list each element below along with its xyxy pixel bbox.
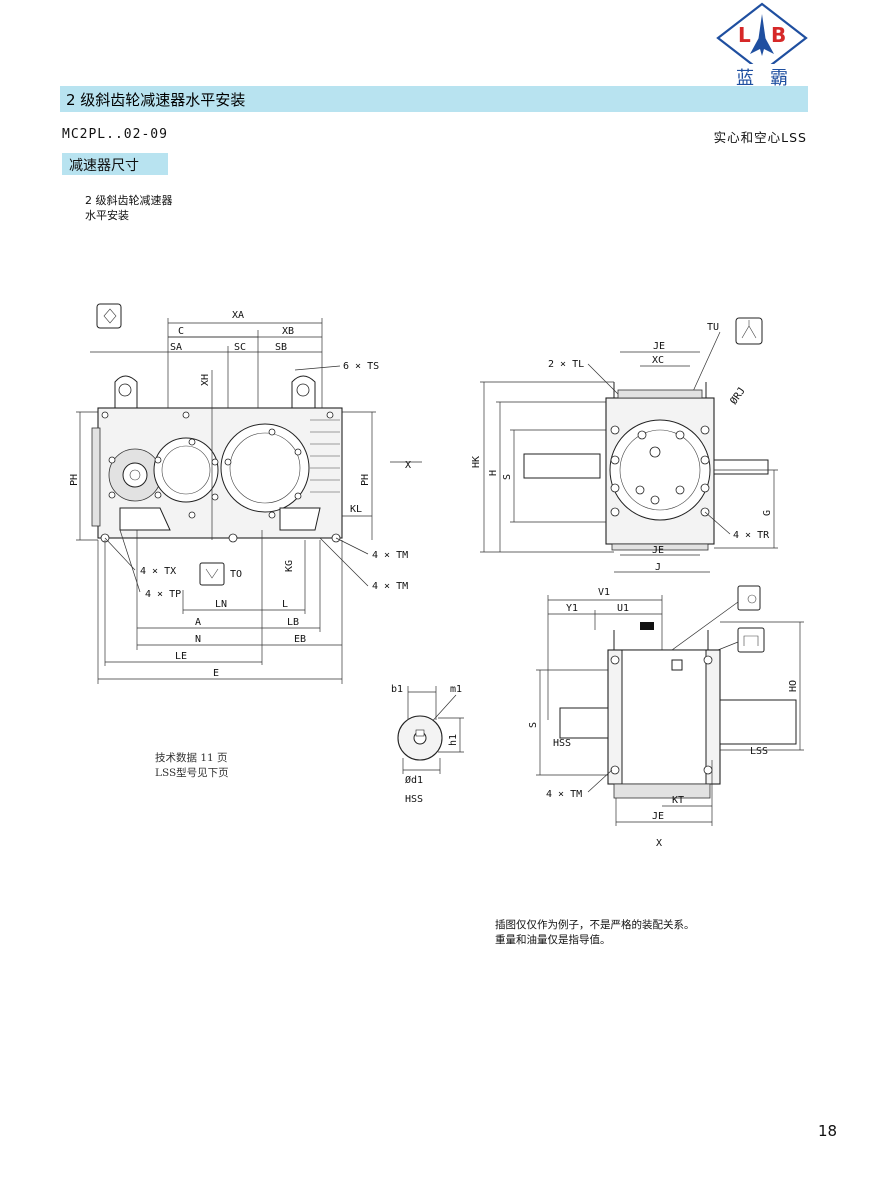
dim-u1: U1: [617, 603, 629, 614]
dim-h1: h1: [448, 734, 459, 746]
output-shaft: [713, 459, 769, 475]
footnote: 插图仅仅作为例子，不是严格的装配关系。 重量和油量仅是指导值。: [495, 918, 695, 948]
dim-4tp: 4 × TP: [145, 589, 181, 600]
brand-name: 蓝霸: [736, 68, 804, 89]
dim-y1: Y1: [566, 603, 578, 614]
level-icon: [737, 585, 761, 611]
dim-xb: XB: [282, 326, 294, 337]
dim-v1: V1: [598, 587, 610, 598]
dim-je-top: JE: [653, 341, 665, 352]
dim-c: C: [178, 326, 184, 337]
tech-note-line-2: LSS型号见下页: [155, 767, 229, 779]
tech-note: 技术数据 11 页 LSS型号见下页: [155, 751, 229, 781]
dim-4tx: 4 × TX: [140, 566, 176, 577]
top-output-shaft: [719, 699, 797, 745]
dim-ph-left: PH: [69, 474, 80, 486]
page-number: 18: [818, 1122, 838, 1140]
section-heading-text: 减速器尺寸: [69, 158, 139, 174]
dim-xh: XH: [200, 374, 211, 386]
dim-4tm-a: 4 × TM: [372, 550, 408, 561]
dim-m1: m1: [450, 684, 462, 695]
dim-sb: SB: [275, 342, 287, 353]
description-line-1: 2 级斜齿轮减速器: [85, 194, 173, 207]
side-view: TU JE XC 2 × TL ØRJ HK H S G: [471, 317, 778, 573]
dim-kl: KL: [350, 504, 362, 515]
breather-icon: [737, 627, 765, 653]
logo-letter-l: L: [738, 23, 751, 47]
top-input-shaft: [559, 707, 609, 739]
title-bar: 2 级斜齿轮减速器水平安装: [60, 86, 808, 112]
view-x-marker: X: [405, 460, 411, 471]
dim-lb: LB: [287, 617, 299, 628]
footnote-line-1: 插图仅仅作为例子，不是严格的装配关系。: [495, 919, 695, 931]
tech-note-line-1: 技术数据 11 页: [155, 752, 228, 764]
dim-4tm-b: 4 × TM: [372, 581, 408, 592]
top-view: V1 Y1 U1 HO S HSS LSS 4 × TM KT: [528, 585, 804, 849]
dim-le: LE: [175, 651, 187, 662]
shaft-detail: b1 m1 h1 Ød1 HSS: [391, 684, 464, 805]
dim-sc: SC: [234, 342, 246, 353]
dim-xa: XA: [232, 310, 244, 321]
dim-l: L: [282, 599, 288, 610]
dim-g: G: [762, 510, 773, 516]
dim-od1: Ød1: [405, 774, 423, 786]
dim-e: E: [213, 668, 219, 679]
page-title: 2 级斜齿轮减速器水平安装: [66, 91, 246, 109]
dim-eb: EB: [294, 634, 306, 645]
dim-j: J: [655, 562, 661, 573]
dim-sa: SA: [170, 342, 182, 353]
dim-kt: KT: [672, 795, 684, 806]
label-tu: TU: [707, 322, 719, 333]
dim-ph-right: PH: [360, 474, 371, 486]
view-x-label: X: [656, 838, 662, 849]
footnote-line-2: 重量和油量仅是指导值。: [495, 934, 611, 946]
technical-drawing: XA C XB SA SC SB XH 6 × TS PH PH X KL 4 …: [69, 303, 804, 849]
dim-hk: HK: [471, 456, 482, 468]
oil-icon: [96, 303, 122, 329]
dim-2tl: 2 × TL: [548, 359, 584, 370]
dim-kg: KG: [284, 560, 295, 572]
section-heading: 减速器尺寸: [62, 153, 168, 175]
dim-ln: LN: [215, 599, 227, 610]
label-hss-detail: HSS: [405, 794, 423, 805]
description-line-2: 水平安装: [85, 209, 129, 222]
dim-je-bottom: JE: [652, 545, 664, 556]
brand-logo: L B 蓝霸: [716, 2, 808, 89]
dim-n: N: [195, 634, 201, 645]
dim-a: A: [195, 617, 201, 628]
model-range: MC2PL..02-09: [62, 127, 168, 142]
dim-orj: ØRJ: [728, 385, 748, 407]
logo-letter-b: B: [771, 23, 786, 47]
label-lss: LSS: [750, 746, 768, 757]
dim-6ts: 6 × TS: [343, 361, 379, 372]
dim-4tm-top: 4 × TM: [546, 789, 582, 800]
dim-xc: XC: [652, 355, 664, 366]
dim-je-top-view: JE: [652, 811, 664, 822]
input-shaft: [523, 453, 601, 479]
dim-s-top: S: [528, 722, 539, 728]
shaft-note: 实心和空心LSS: [713, 130, 807, 145]
dim-ho: HO: [788, 680, 799, 692]
front-view: XA C XB SA SC SB XH 6 × TS PH PH X KL 4 …: [69, 303, 422, 684]
dim-h: H: [488, 470, 499, 476]
dim-s: S: [502, 474, 513, 480]
dim-4tr: 4 × TR: [733, 530, 770, 541]
drain-icon: [199, 562, 225, 586]
dim-b1: b1: [391, 684, 403, 695]
label-to: TO: [230, 569, 242, 580]
label-hss: HSS: [553, 738, 571, 749]
